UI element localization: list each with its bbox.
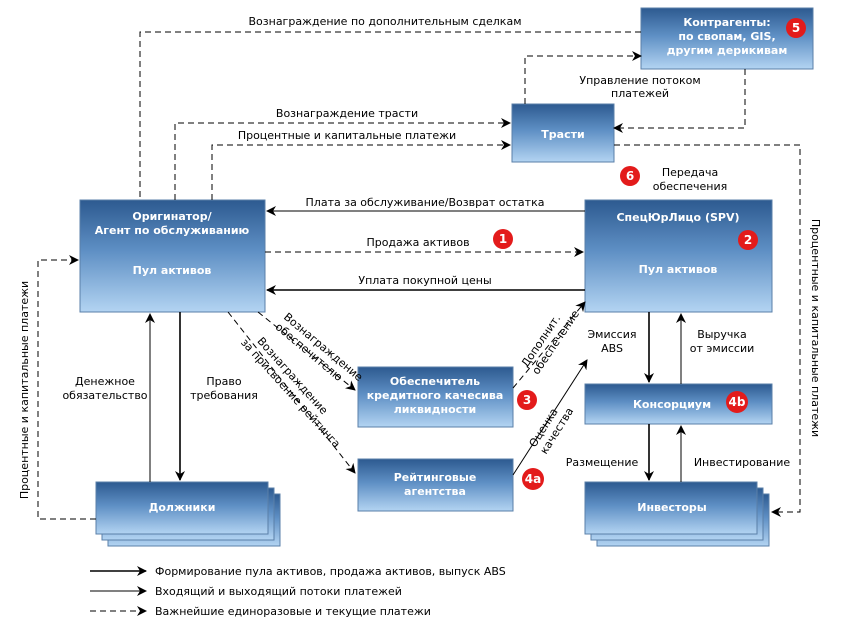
label-payment-flow-2: платежей (611, 87, 669, 100)
svg-text:1: 1 (499, 232, 507, 246)
counterparties-line-2: по свопам, GIS, (678, 30, 775, 43)
legend-dashed-text: Важнейшие единоразовые и текущие платежи (155, 605, 431, 618)
label-collateral-2: обеспечения (653, 180, 728, 193)
originator-box: Оригинатор/ Агент по обслуживанию Пул ак… (79, 199, 266, 313)
label-money-obligation-1: Денежное (75, 375, 135, 388)
label-payment-flow-1: Управление потоком (579, 74, 700, 87)
counterparties-line-1: Контрагенты: (683, 16, 770, 29)
arrow-enhancer-fee (257, 311, 356, 391)
originator-pool: Пул активов (133, 264, 212, 277)
trustee-title: Трасти (541, 128, 584, 141)
enhancer-line-1: Обеспечитель (390, 375, 480, 388)
label-abs-issue-2: ABS (601, 342, 623, 355)
investors-title: Инвесторы (637, 501, 707, 514)
svg-text:2: 2 (744, 233, 752, 247)
arrow-trustee-to-investors (614, 144, 801, 517)
debtors-title: Должники (149, 501, 216, 514)
spv-title: СпецЮрЛицо (SPV) (616, 211, 739, 224)
svg-text:3: 3 (523, 393, 531, 407)
rating-line-2: агентства (404, 485, 466, 498)
arrow-extra-deals (139, 31, 641, 200)
originator-title-2: Агент по обслуживанию (95, 224, 250, 237)
label-placement: Размещение (566, 456, 639, 469)
arrow-rating-fee (227, 311, 356, 474)
label-claim-right-1: Право (206, 375, 241, 388)
counterparties-line-3: другим дерикивам (667, 44, 788, 57)
badge-6: 6 (620, 166, 640, 186)
spv-pool: Пул активов (639, 263, 718, 276)
enhancer-line-3: ликвидности (394, 403, 477, 416)
debtors-box: Должники (95, 481, 281, 547)
svg-text:5: 5 (792, 21, 800, 35)
arrow-interest-to-trustee (211, 140, 511, 200)
label-left-vertical: Процентные и капитальные платежи (18, 281, 31, 499)
label-asset-sale: Продажа активов (366, 236, 469, 249)
arrow-trustee-fee (174, 118, 511, 200)
counterparties-box: Контрагенты: по свопам, GIS, другим дери… (640, 7, 814, 70)
enhancer-line-2: кредитного качесива (367, 389, 504, 402)
badge-1: 1 (493, 229, 513, 249)
legend-bold-text: Формирование пула активов, продажа актив… (155, 565, 506, 578)
badge-3: 3 (517, 390, 537, 410)
label-right-vertical: Процентные и капитальные платежи (809, 219, 822, 437)
svg-text:6: 6 (626, 169, 634, 183)
label-claim-right-2: требования (190, 389, 258, 402)
arrow-rating-assessment (512, 359, 588, 476)
label-extra-deals: Вознаграждение по дополнительным сделкам (249, 15, 522, 28)
consortium-title: Консорциум (633, 398, 711, 411)
trustee-box: Трасти (511, 103, 615, 163)
svg-text:4a: 4a (525, 472, 541, 486)
label-servicing-fee: Плата за обслуживание/Возврат остатка (306, 196, 545, 209)
badge-4a: 4a (522, 468, 544, 490)
badge-5: 5 (786, 18, 806, 38)
originator-title: Оригинатор/ (132, 210, 212, 223)
credit-enhancer-box: Обеспечитель кредитного качесива ликвидн… (357, 366, 514, 428)
rating-line-1: Рейтинговые (394, 471, 477, 484)
label-proceeds-2: от эмиссии (690, 342, 755, 355)
label-proceeds-1: Выручка (697, 328, 747, 341)
arrow-trustee-to-counterparties (524, 51, 642, 104)
spv-box: СпецЮрЛицо (SPV) Пул активов (584, 199, 773, 313)
label-interest-capital: Процентные и капитальные платежи (238, 129, 456, 142)
label-abs-issue-1: Эмиссия (588, 328, 637, 341)
legend-thin-text: Входящий и выходящий потоки платежей (155, 585, 402, 598)
label-investing: Инвестирование (694, 456, 791, 469)
svg-text:4b: 4b (729, 395, 746, 409)
badge-4b: 4b (726, 391, 748, 413)
label-purchase-price: Уплата покупной цены (358, 274, 491, 287)
rating-agencies-box: Рейтинговые агентства (357, 458, 514, 512)
label-money-obligation-2: обязательство (62, 389, 147, 402)
label-trustee-fee: Вознаграждение трасти (276, 107, 418, 120)
badge-2: 2 (738, 230, 758, 250)
investors-box: Инвесторы (584, 481, 770, 547)
label-collateral-1: Передача (662, 166, 718, 179)
arrow-additional-collateral (512, 301, 586, 389)
label-additional-collateral: Дополнит. обеспечение (519, 308, 582, 377)
